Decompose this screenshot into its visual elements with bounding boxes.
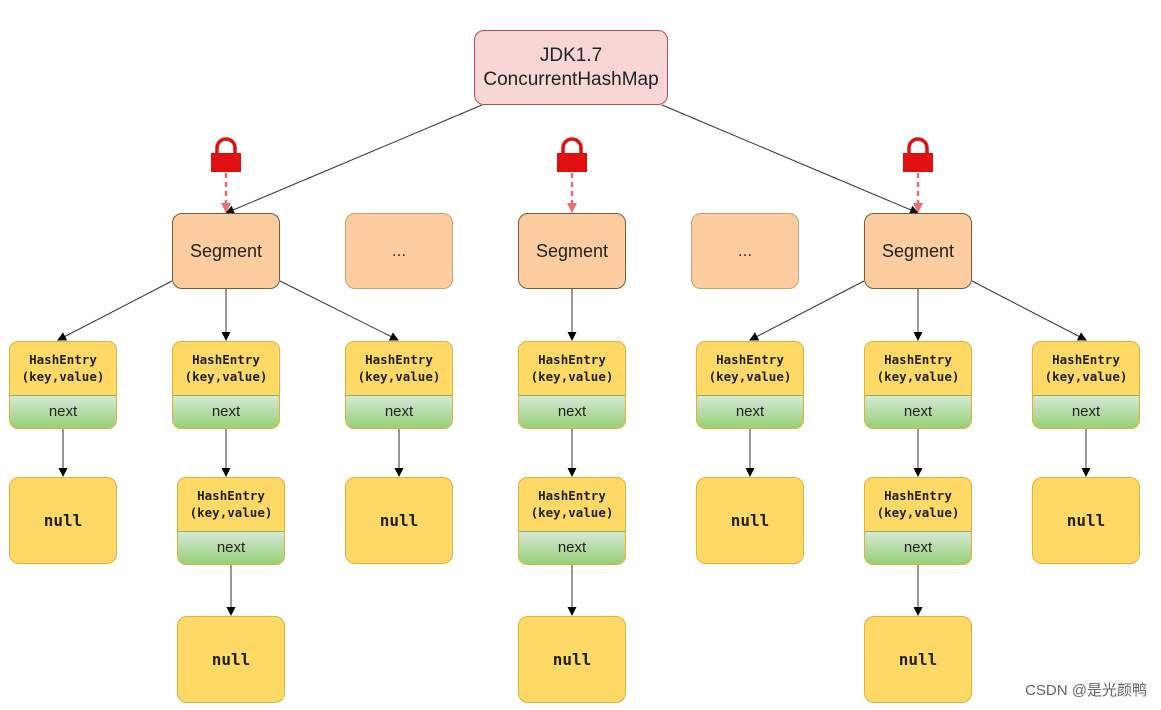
entry-name: HashEntry — [29, 352, 97, 368]
hash-entry: HashEntry(key,value) next — [172, 341, 280, 429]
edge-root-segment-1 — [225, 104, 483, 215]
null-label: null — [730, 511, 770, 530]
entry-name: HashEntry — [538, 352, 606, 368]
entry-next: next — [1033, 394, 1139, 428]
hash-entry: HashEntry(key,value) next — [9, 341, 117, 429]
entry-name: HashEntry — [365, 352, 433, 368]
edge-seg1-entry1 — [57, 280, 173, 341]
null-node: null — [696, 477, 804, 564]
segment-node: Segment — [518, 213, 626, 289]
entry-name: HashEntry — [1052, 352, 1120, 368]
null-label: null — [1066, 511, 1106, 530]
entry-name: HashEntry — [884, 488, 952, 504]
entry-name: HashEntry — [197, 488, 265, 504]
lock-icon — [903, 137, 933, 172]
hash-entry: HashEntry(key,value) next — [177, 477, 285, 565]
entry-kv: (key,value) — [357, 369, 441, 385]
root-title: JDK1.7 — [539, 44, 603, 66]
entry-kv: (key,value) — [876, 505, 960, 521]
lock-icon — [211, 137, 241, 172]
entry-kv: (key,value) — [530, 369, 614, 385]
entry-name: HashEntry — [716, 352, 784, 368]
ellipsis-label: ... — [391, 241, 407, 260]
segment-node: Segment — [864, 213, 972, 289]
entry-kv: (key,value) — [708, 369, 792, 385]
null-node: null — [518, 616, 626, 703]
entry-next: next — [10, 394, 116, 428]
root-subtitle: ConcurrentHashMap — [483, 68, 659, 90]
entry-name: HashEntry — [192, 352, 260, 368]
edge-seg3-entry1 — [749, 280, 865, 341]
lock-icon — [557, 137, 587, 172]
entry-kv: (key,value) — [1044, 369, 1128, 385]
null-label: null — [552, 650, 592, 669]
hash-entry: HashEntry(key,value) next — [1032, 341, 1140, 429]
hash-entry: HashEntry(key,value) next — [518, 477, 626, 565]
null-label: null — [43, 511, 83, 530]
entry-next: next — [178, 530, 284, 564]
entry-kv: (key,value) — [189, 505, 273, 521]
segment-node: Segment — [172, 213, 280, 289]
entry-next: next — [865, 394, 971, 428]
segment-label: Segment — [535, 240, 609, 261]
hash-entry: HashEntry(key,value) next — [864, 477, 972, 565]
edge-seg1-entry3 — [279, 280, 399, 341]
entry-kv: (key,value) — [184, 369, 268, 385]
watermark: CSDN @是光颜鸭 — [1025, 682, 1147, 699]
entry-kv: (key,value) — [21, 369, 105, 385]
entry-next: next — [173, 394, 279, 428]
hash-entry: HashEntry(key,value) next — [696, 341, 804, 429]
segment-label: Segment — [881, 240, 955, 261]
ellipsis-node: ... — [345, 213, 453, 289]
ellipsis-node: ... — [691, 213, 799, 289]
entry-next: next — [519, 530, 625, 564]
root-node: JDK1.7 ConcurrentHashMap — [474, 30, 668, 105]
entry-name: HashEntry — [538, 488, 606, 504]
entry-next: next — [346, 394, 452, 428]
entry-next: next — [697, 394, 803, 428]
segment-label: Segment — [189, 240, 263, 261]
null-label: null — [211, 650, 251, 669]
hash-entry: HashEntry(key,value) next — [864, 341, 972, 429]
hash-entry: HashEntry(key,value) next — [518, 341, 626, 429]
edge-seg3-entry3 — [971, 280, 1087, 341]
entry-next: next — [865, 530, 971, 564]
edge-root-segment-3 — [661, 104, 919, 215]
entry-kv: (key,value) — [530, 505, 614, 521]
entry-name: HashEntry — [884, 352, 952, 368]
entry-next: next — [519, 394, 625, 428]
null-node: null — [177, 616, 285, 703]
entry-kv: (key,value) — [876, 369, 960, 385]
null-node: null — [9, 477, 117, 564]
hash-entry: HashEntry(key,value) next — [345, 341, 453, 429]
null-label: null — [379, 511, 419, 530]
null-node: null — [345, 477, 453, 564]
null-label: null — [898, 650, 938, 669]
ellipsis-label: ... — [737, 241, 753, 260]
null-node: null — [1032, 477, 1140, 564]
null-node: null — [864, 616, 972, 703]
